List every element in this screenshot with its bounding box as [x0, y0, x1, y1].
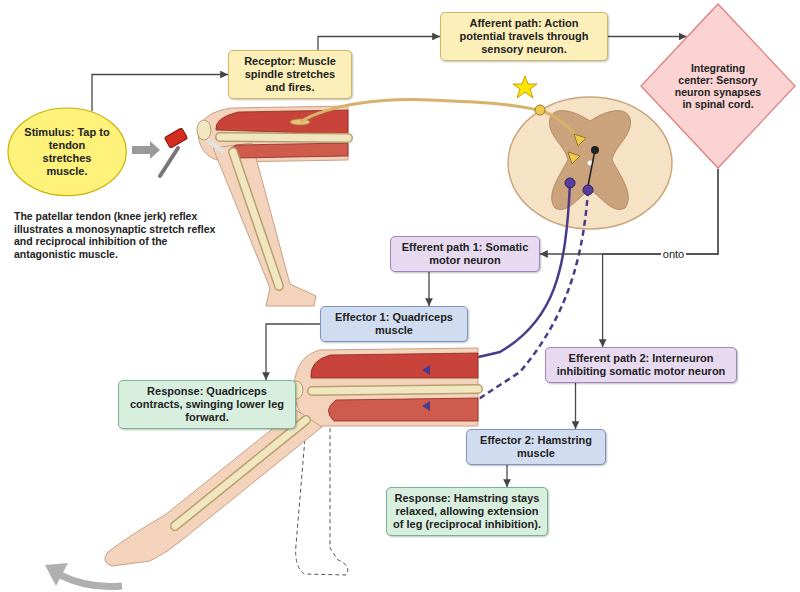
caption-text: The patellar tendon (knee jerk) reflex i… [14, 210, 226, 260]
node-text: Response: Quadriceps contracts, swinging… [124, 385, 290, 424]
arrow-connector [603, 169, 718, 347]
arrow-connector [506, 465, 507, 487]
resting-leg-outline [296, 426, 348, 575]
swing-arrow-shaft [60, 575, 122, 587]
grey-matter [549, 111, 630, 210]
stimulus-ellipse: Stimulus: Tap to tendon stretches muscle… [7, 107, 127, 197]
hamstring-muscle [229, 143, 348, 158]
spinal-cord [508, 97, 672, 229]
efferent-box: Efferent path 1: Somatic motor neuron [390, 236, 540, 272]
sensory-terminal [574, 134, 586, 146]
interneuron-axon [588, 150, 595, 186]
quadriceps-muscle [311, 353, 478, 378]
leg-before-tap [132, 106, 348, 306]
shin-skin [105, 410, 322, 566]
motor-neuron-body [583, 185, 593, 195]
effector-box: Effector 1: Quadriceps muscle [320, 306, 468, 342]
femur-bone [220, 137, 348, 138]
tibia-outline [175, 420, 306, 526]
motor-neuron-quadriceps [422, 183, 570, 370]
femur-outline [312, 389, 478, 391]
arrow-connector [266, 324, 320, 380]
interneuron [591, 146, 599, 154]
quadriceps-muscle [216, 110, 348, 134]
tap-arrow [132, 141, 160, 159]
effector-box: Effector 2: Hamstring muscle [466, 429, 606, 465]
receptor-box: Receptor: Muscle spindle stretches and f… [228, 50, 352, 99]
diamond-shape [641, 4, 795, 168]
node-text: Response: Hamstring stays relaxed, allow… [392, 492, 542, 531]
motor-end-plate [422, 365, 430, 375]
shin-skin [213, 143, 316, 306]
ellipse-shape [8, 108, 126, 196]
leg-after-reflex [45, 348, 478, 587]
afferent-box: Afferent path: Action potential travels … [440, 12, 608, 61]
white-matter [508, 97, 672, 229]
arrow-connector [575, 383, 576, 429]
node-text: Afferent path: Action potential travels … [446, 17, 602, 56]
sensory-terminal [568, 152, 580, 164]
node-text: Effector 1: Quadriceps muscle [326, 311, 462, 337]
patella [197, 120, 211, 140]
node-text: Effector 2: Hamstring muscle [472, 434, 600, 460]
sensory-neuron [300, 100, 578, 138]
motor-end-plate [422, 401, 430, 411]
action-potential-star [513, 76, 537, 98]
integrating-diamond: Integrating center: Sensory neuron synap… [640, 3, 796, 169]
reflex-hammer [164, 128, 187, 148]
node-text: Stimulus: Tap to tendon stretches muscle… [24, 126, 110, 178]
hammer-handle [160, 148, 178, 176]
tibia-bone [233, 152, 279, 286]
femur-outline [220, 137, 348, 138]
response-box: Response: Hamstring stays relaxed, allow… [386, 487, 548, 536]
motor-neuron-body [565, 178, 575, 188]
arrow-connector [92, 75, 228, 112]
tibia-bone [175, 420, 306, 526]
tibia-outline [233, 152, 279, 286]
arrow-connector [540, 169, 718, 254]
sensory-cell-body [535, 105, 545, 115]
femur-bone [312, 389, 478, 391]
text-holder: Integrating center: Sensory neuron synap… [672, 62, 764, 110]
thigh-skin [294, 348, 478, 426]
arrow-connector [428, 272, 429, 306]
arrow-connector [318, 37, 440, 51]
response-box: Response: Quadriceps contracts, swinging… [118, 380, 296, 429]
text-holder: Stimulus: Tap to tendon stretches muscle… [24, 126, 110, 178]
node-text: Receptor: Muscle spindle stretches and f… [234, 55, 346, 94]
hamstring-muscle [328, 398, 478, 421]
swing-arrow-head [45, 563, 68, 586]
node-text: Integrating center: Sensory neuron synap… [672, 62, 764, 110]
efferent-box: Efferent path 2: Interneuron inhibiting … [545, 347, 737, 383]
edge-label: onto [661, 248, 686, 260]
node-text: Efferent path 2: Interneuron inhibiting … [551, 352, 731, 378]
arrow-connector [608, 36, 687, 37]
patellar-tendon [207, 140, 224, 152]
node-text: Efferent path 1: Somatic motor neuron [396, 241, 534, 267]
